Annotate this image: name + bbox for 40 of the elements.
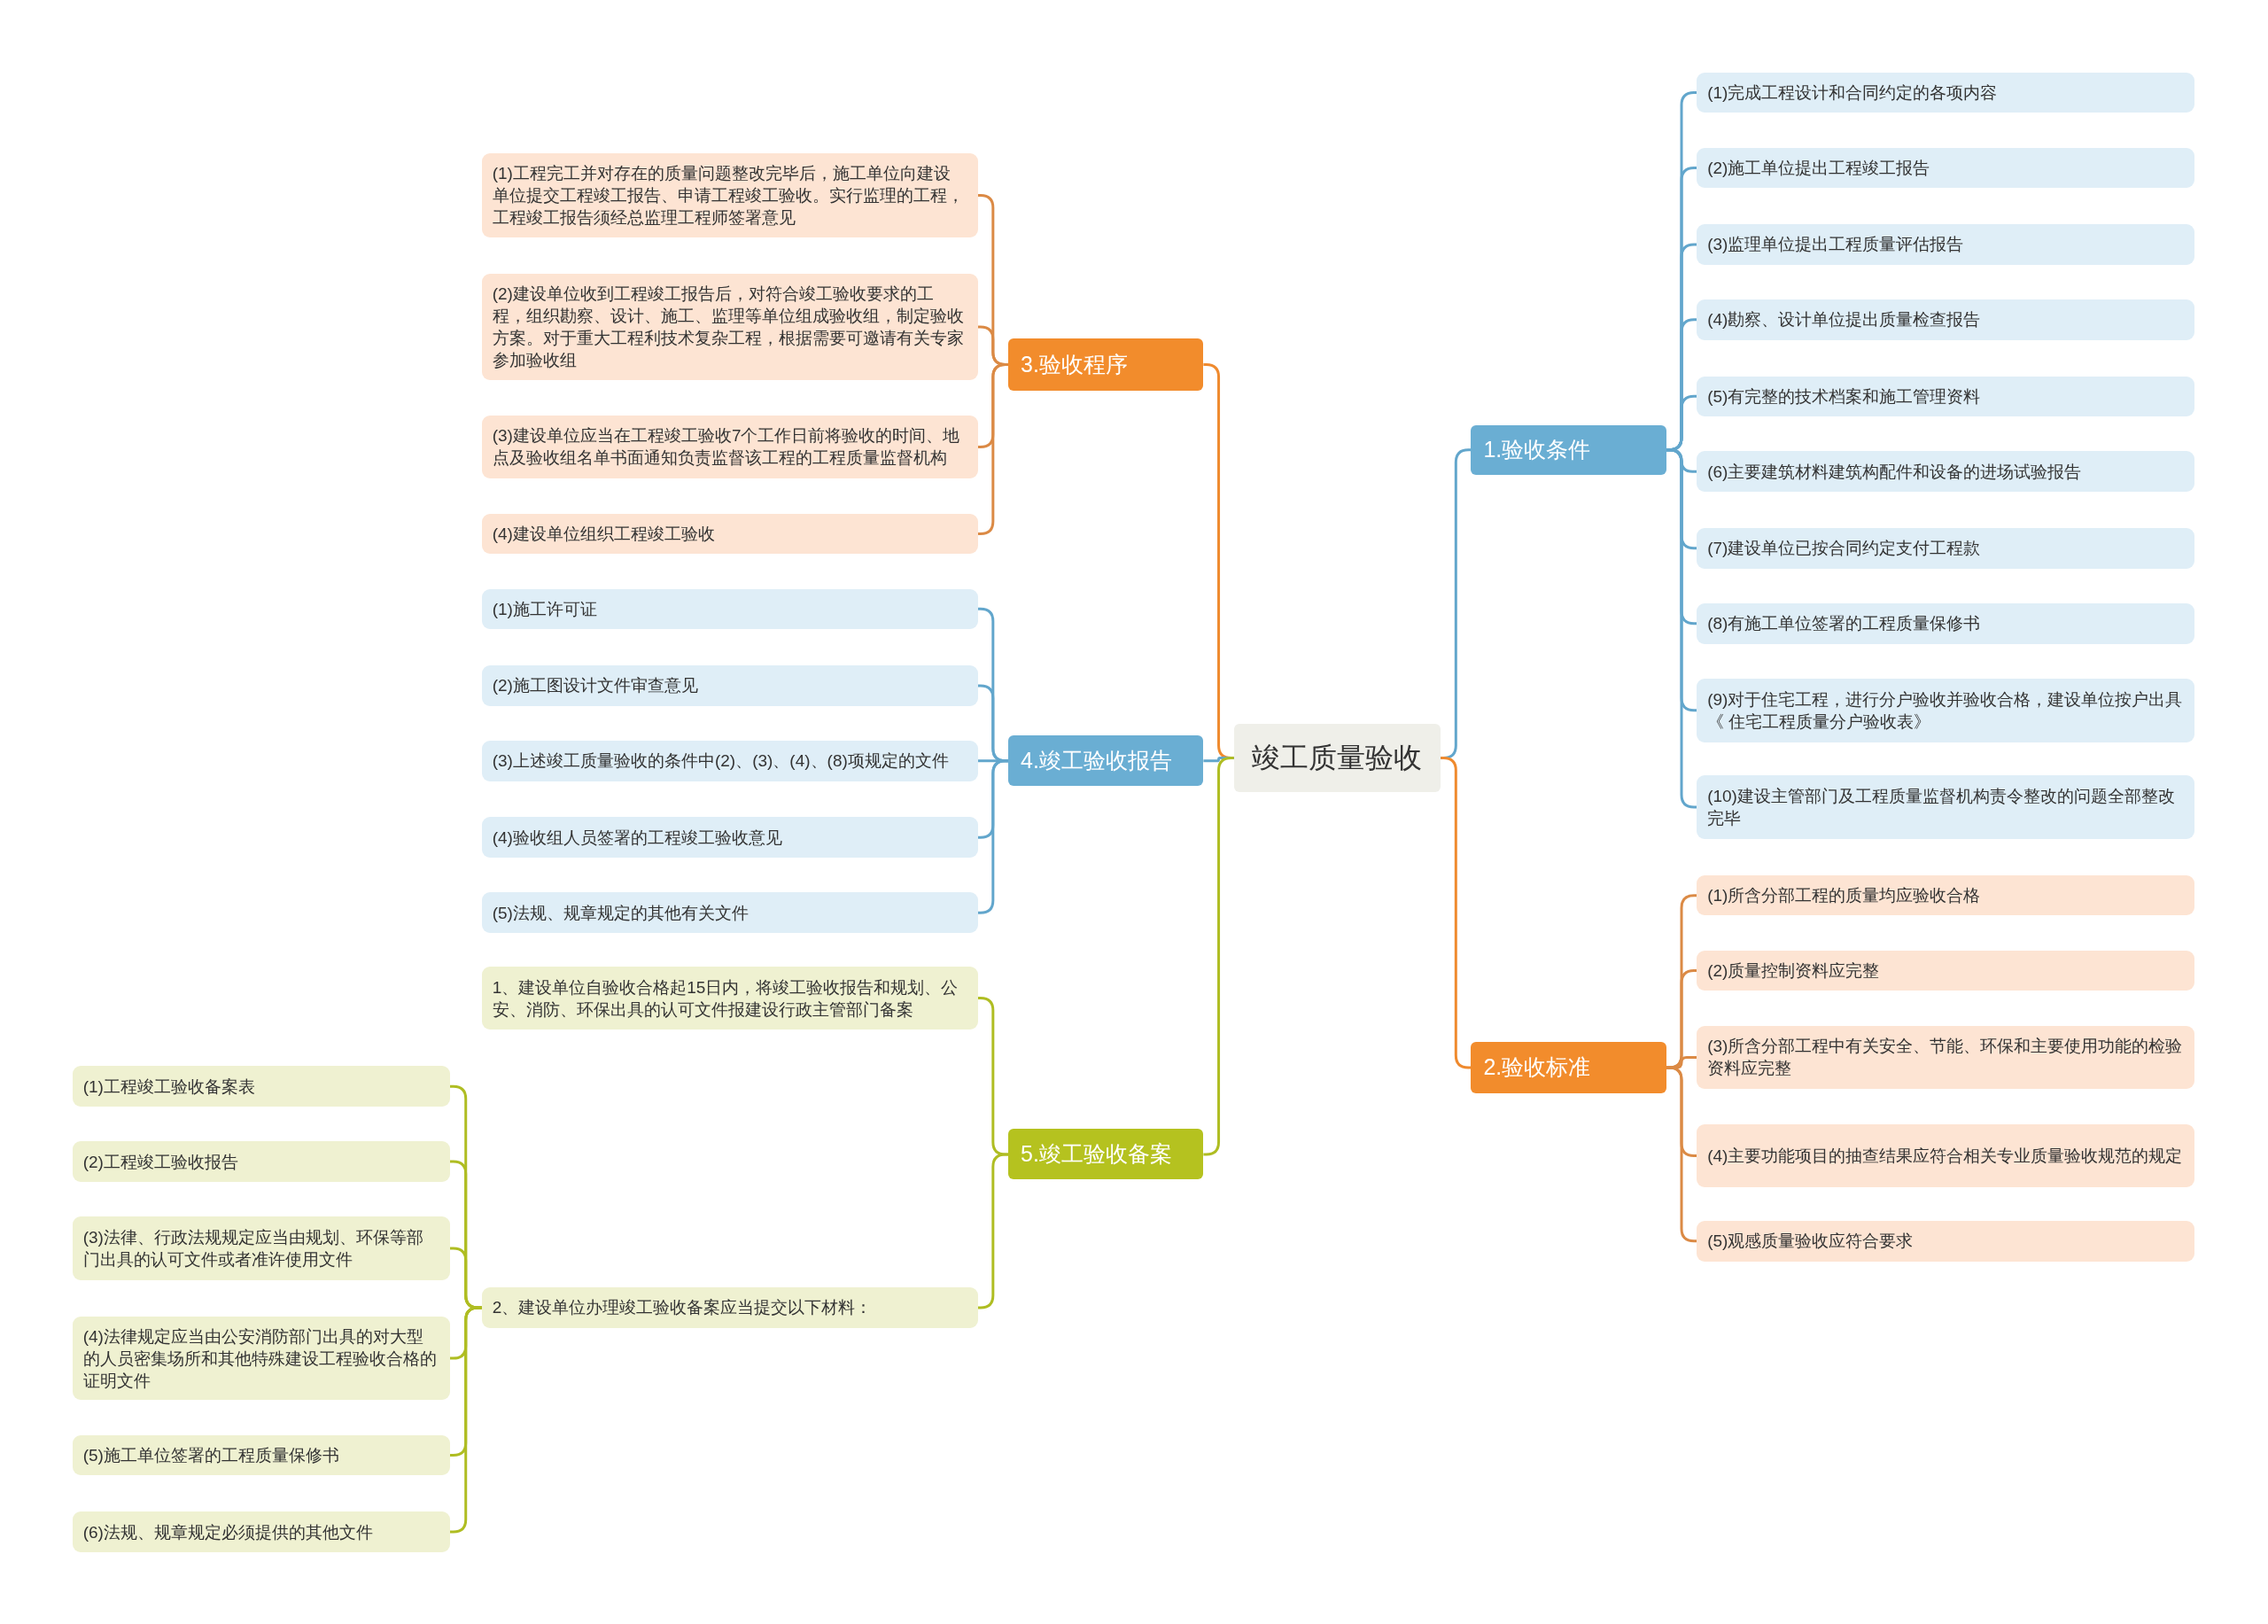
subtopic-box: (8)有施工单位签署的工程质量保修书 xyxy=(1697,602,2194,644)
subtopic-box: (4)主要功能项目的抽查结果应符合相关专业质量验收规范的规定 xyxy=(1697,1123,2194,1188)
subtopic-box: (1)工程竣工验收备案表 xyxy=(72,1066,450,1107)
subtopic-box: (10)建设主管部门及工程质量监督机构责令整改的问题全部整改完毕 xyxy=(1697,775,2194,839)
subtopic-box: (9)对于住宅工程，进行分户验收并验收合格，建设单位按户出具《 住宅工程质量分户验收表》 xyxy=(1697,678,2194,742)
subtopic-box: (5)法规、规章规定的其他有关文件 xyxy=(481,892,978,934)
subtopic-box: (5)有完整的技术档案和施工管理资料 xyxy=(1697,376,2194,417)
central-topic-box: 竣工质量验收 xyxy=(1233,724,1441,792)
topic-box: 4.竣工验收报告 xyxy=(1008,735,1204,787)
subtopic-box: (3)上述竣工质量验收的条件中(2)、(3)、(4)、(8)项规定的文件 xyxy=(481,740,978,781)
connector-line xyxy=(977,759,1008,914)
topic-box: 2.验收标准 xyxy=(1471,1041,1666,1094)
subtopic-box: (1)施工许可证 xyxy=(481,588,978,630)
subtopic-box: (2)质量控制资料应完整 xyxy=(1697,950,2194,991)
subtopic-box: (2)施工图设计文件审查意见 xyxy=(481,665,978,706)
subtopic-box: (6)主要建筑材料建筑构配件和设备的进场试验报告 xyxy=(1697,451,2194,493)
subtopic-box: (3)监理单位提出工程质量评估报告 xyxy=(1697,224,2194,265)
topic-box: 1.验收条件 xyxy=(1471,425,1666,475)
subtopic-box: (2)工程竣工验收报告 xyxy=(72,1141,450,1182)
subtopic-box: (4)验收组人员签署的工程竣工验收意见 xyxy=(481,817,978,859)
topic-box: 5.竣工验收备案 xyxy=(1008,1129,1204,1180)
topic-box: 3.验收程序 xyxy=(1008,338,1204,391)
subtopic-box: (2)建设单位收到工程竣工报告后，对符合竣工验收要求的工程，组织勘察、设计、施工、监理等单位组成验收组，制定验收方案。对于重大工程利技术复杂工程，根据需要可邀请有关专家参加验收组 xyxy=(481,273,978,381)
subtopic-box: (7)建设单位已按合同约定支付工程款 xyxy=(1697,527,2194,569)
subtopic-box: (5)观感质量验收应符合要求 xyxy=(1697,1221,2194,1262)
subtopic-box: (1)所含分部工程的质量均应验收合格 xyxy=(1697,874,2194,916)
subtopic-box: 1、建设单位自验收合格起15日内，将竣工验收报告和规划、公安、消防、环保出具的认可文件报建设行政主管部门备案 xyxy=(481,966,978,1030)
subtopic-box: (3)建设单位应当在工程竣工验收7个工作日前将验收的时间、地点及验收组名单书面通知负责监督该工程的工程质量监督机构 xyxy=(481,415,978,479)
subtopic-box: (2)施工单位提出工程竣工报告 xyxy=(1697,147,2194,189)
subtopic-box: (3)所含分部工程中有关安全、节能、环保和主要使用功能的检验资料应完整 xyxy=(1697,1025,2194,1090)
connector-line xyxy=(1666,448,1697,809)
subtopic-box: (3)法律、行政法规规定应当由规划、环保等部门出具的认可文件或者准许使用文件 xyxy=(72,1216,450,1280)
subtopic-box: (1)工程完工并对存在的质量问题整改完毕后，施工单位向建设单位提交工程竣工报告、申请工程竣工验收。实行监理的工程，工程竣工报告须经总监理工程师签署意见 xyxy=(481,153,978,237)
subtopic-box: (4)建设单位组织工程竣工验收 xyxy=(481,513,978,555)
subtopic-box: (4)法律规定应当由公安消防部门出具的对大型的人员密集场所和其他特殊建设工程验收合格的证明文件 xyxy=(72,1316,450,1401)
subtopic-box: (5)施工单位签署的工程质量保修书 xyxy=(72,1434,450,1476)
subtopic-box: (4)勘察、设计单位提出质量检查报告 xyxy=(1697,299,2194,340)
subtopic-box: (6)法规、规章规定必须提供的其他文件 xyxy=(72,1511,450,1552)
subtopic-box: 2、建设单位办理竣工验收备案应当提交以下材料： xyxy=(481,1287,978,1328)
subtopic-box: (1)完成工程设计和合同约定的各项内容 xyxy=(1697,72,2194,113)
